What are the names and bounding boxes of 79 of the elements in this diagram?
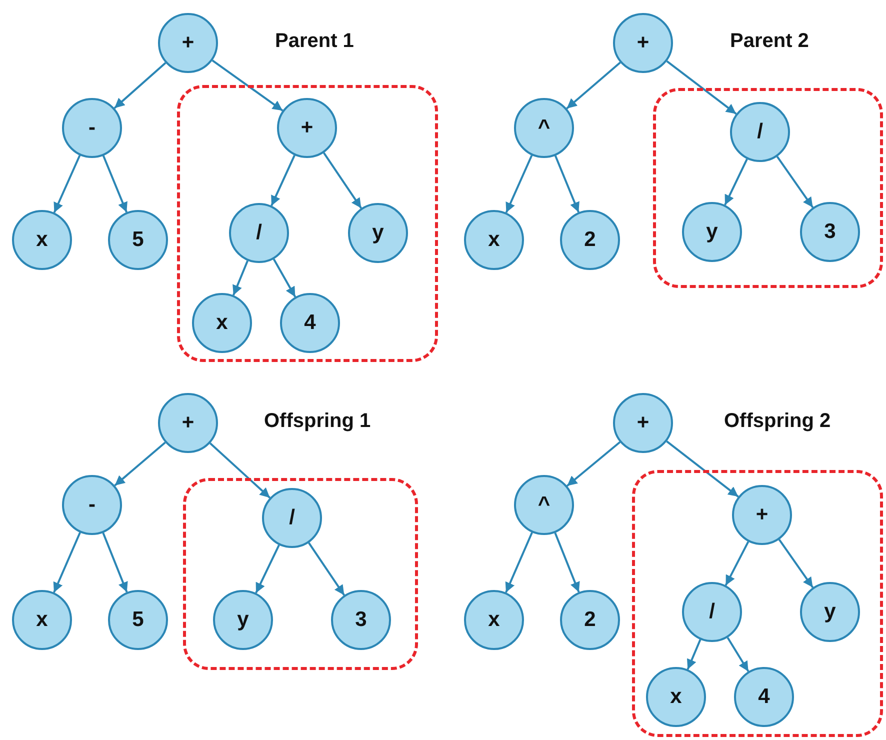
arrow: [566, 441, 621, 487]
arrow: [53, 532, 81, 593]
node-symbol: y: [237, 608, 249, 632]
node-symbol: x: [36, 228, 48, 252]
node-symbol: 4: [758, 685, 770, 709]
node-symbol: x: [670, 685, 682, 709]
node-symbol: x: [36, 608, 48, 632]
dashed-group-frame: [177, 85, 438, 362]
node-symbol: +: [756, 503, 768, 527]
node-symbol: y: [824, 600, 836, 624]
node-circle: [158, 393, 218, 453]
node-symbol: y: [706, 220, 718, 244]
node-symbol: ^: [538, 116, 550, 140]
arrow: [726, 637, 750, 672]
arrow: [554, 155, 580, 213]
arrow: [232, 260, 249, 296]
arrow: [322, 152, 362, 209]
node-symbol: 4: [304, 311, 316, 335]
node-circle: [277, 98, 337, 158]
arrow: [114, 62, 166, 109]
dashed-group-frame: [653, 88, 883, 288]
node-symbol: /: [289, 506, 295, 530]
arrow: [53, 154, 81, 214]
node-circle: [514, 475, 574, 535]
arrow: [778, 539, 814, 588]
node-symbol: +: [182, 31, 194, 55]
arrow: [308, 542, 346, 596]
node-symbol: y: [372, 221, 384, 245]
node-symbol: +: [300, 116, 314, 140]
node-circle: [613, 13, 673, 73]
tree-title: Parent 2: [730, 30, 809, 53]
arrow: [102, 155, 128, 213]
arrow: [776, 156, 814, 208]
arrow: [724, 541, 750, 586]
node-circle: [158, 13, 218, 73]
node-circle: [62, 98, 122, 158]
node-symbol: x: [488, 228, 500, 252]
node-symbol: x: [488, 608, 500, 632]
arrow: [554, 532, 580, 593]
node-symbol: ^: [538, 493, 550, 517]
node-symbol: -: [88, 493, 96, 517]
dashed-group-frame: [183, 478, 418, 670]
node-circle: [62, 475, 122, 535]
node-symbol: 2: [584, 608, 596, 632]
arrow: [114, 442, 166, 486]
node-circle: [514, 98, 574, 158]
arrow: [212, 60, 284, 112]
node-symbol: 3: [355, 608, 367, 632]
node-symbol: 5: [132, 608, 144, 632]
node-symbol: /: [709, 600, 715, 624]
arrow: [102, 532, 128, 593]
node-symbol: 3: [824, 220, 836, 244]
arrow: [270, 154, 296, 206]
node-symbol: /: [256, 221, 262, 245]
node-symbol: +: [636, 411, 650, 435]
arrow: [272, 258, 296, 298]
node-symbol: +: [636, 31, 650, 55]
arrow: [505, 532, 533, 593]
node-symbol: +: [182, 411, 194, 435]
node-symbol: /: [757, 120, 763, 144]
node-symbol: 2: [584, 228, 596, 252]
arrow: [209, 442, 271, 498]
node-circle: [730, 102, 790, 162]
node-circle: [262, 488, 322, 548]
arrow: [255, 544, 280, 594]
node-symbol: x: [216, 311, 228, 335]
dashed-group-frame: [632, 470, 883, 737]
node-symbol: 5: [132, 228, 144, 252]
arrow: [666, 60, 737, 115]
tree-title: Offspring 2: [724, 410, 831, 433]
arrow: [566, 62, 621, 110]
arrow: [666, 440, 739, 498]
node-circle: [732, 485, 792, 545]
node-symbol: -: [88, 116, 96, 140]
tree-title: Parent 1: [275, 30, 354, 53]
arrow: [505, 154, 533, 214]
tree-title: Offspring 1: [264, 410, 371, 433]
arrow: [686, 639, 702, 670]
arrow: [724, 158, 748, 206]
